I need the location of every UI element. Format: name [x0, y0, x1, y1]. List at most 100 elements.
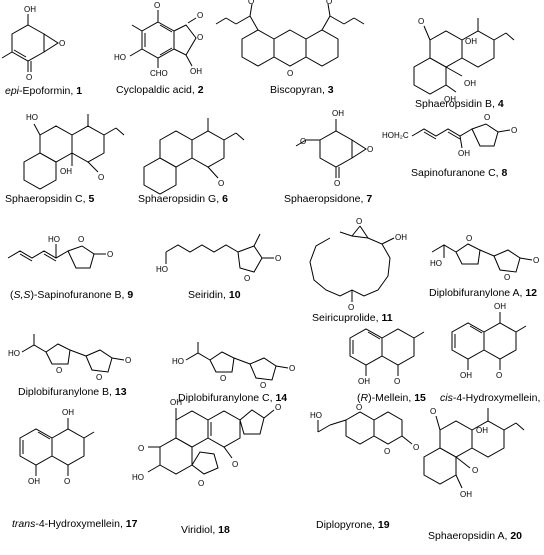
caption-7: Sphaeropsidone, 7: [284, 193, 372, 205]
structure-20: O OH O OH: [423, 407, 525, 499]
structure-6: O: [143, 118, 245, 195]
atom-label: O: [107, 250, 113, 259]
caption-main: Seiridin,: [188, 289, 229, 301]
caption-13: Diplobifuranylone B, 13: [18, 386, 127, 398]
structure-7: OH O O O: [295, 109, 373, 188]
caption-main: Diplopyrone,: [316, 519, 378, 531]
caption-italic: cis: [440, 392, 453, 404]
compound-number: 3: [327, 84, 334, 96]
atom-label: O: [244, 274, 250, 283]
caption-main: Sphaeropsidone,: [284, 193, 367, 205]
caption-18: Viridiol, 18: [181, 524, 230, 536]
compound-number: 14: [275, 392, 288, 404]
atom-label: OH: [190, 67, 202, 76]
caption-main: -4-Hydroxymellein,: [452, 392, 544, 404]
compound-number: 11: [381, 312, 393, 324]
caption-main: )-Mellein,: [368, 392, 415, 404]
structure-4: O OH OH OH: [413, 17, 515, 104]
caption-17: trans-4-Hydroxymellein, 17: [12, 518, 137, 530]
atom-label: O: [56, 366, 62, 375]
atom-label: O: [78, 235, 84, 244]
caption-main: Sphaeropsidin B,: [415, 98, 498, 110]
caption-4: Sphaeropsidin B, 4: [415, 98, 504, 110]
structure-14: HO O O O: [172, 342, 295, 390]
compound-number: 10: [228, 289, 241, 301]
atom-label: O: [356, 403, 362, 412]
caption-prefix: (: [10, 289, 14, 301]
caption-11: Seiricuprolide, 11: [312, 312, 393, 324]
compound-number: 13: [114, 386, 127, 398]
atom-label: O: [125, 356, 131, 365]
atom-label: HO: [156, 265, 168, 274]
atom-label: O: [138, 444, 144, 453]
compound-number: 15: [414, 392, 426, 404]
atom-label: CHO: [150, 69, 168, 78]
atom-label: OH: [458, 149, 470, 158]
caption-main: Sphaeropsidin A,: [428, 530, 511, 542]
atom-label: OH: [465, 37, 477, 46]
structure-13: HO O O O: [8, 334, 131, 382]
caption-italic: S,S: [13, 289, 31, 301]
atom-label: O: [356, 217, 362, 226]
caption-main: -Epoformin,: [19, 85, 77, 97]
structure-2: O HO CHO OH O O: [114, 1, 203, 78]
atom-label: O: [275, 403, 281, 412]
atom-label: O: [248, 0, 254, 6]
structure-11: O OH O: [309, 217, 407, 312]
atom-label: O: [197, 11, 203, 20]
caption-main: Diplobifuranylone B,: [18, 386, 115, 398]
compound-number: 8: [501, 167, 508, 179]
caption-main: Seiricuprolide,: [312, 312, 382, 324]
compound-number: 19: [377, 519, 390, 531]
caption-main: Diplobifuranylone C,: [178, 392, 276, 404]
atom-label: O: [418, 17, 424, 26]
atom-label: O: [348, 303, 354, 312]
atom-label: HO: [430, 259, 442, 268]
structure-12: HO O O O: [430, 234, 539, 282]
atom-label: HO: [172, 357, 184, 366]
caption-prefix: (: [357, 392, 361, 404]
compound-number: 1: [76, 85, 83, 97]
atom-label: O: [484, 113, 490, 122]
atom-label: HO: [310, 411, 322, 420]
caption-6: Sphaeropsidin G, 6: [138, 193, 228, 205]
compound-number: 12: [525, 287, 537, 299]
atom-label: O: [326, 0, 332, 6]
atom-label: OH: [332, 109, 344, 118]
compound-number: 6: [222, 193, 228, 205]
structure-8: HOH₂C OH O O: [382, 113, 517, 158]
structure-15: O OH: [349, 328, 425, 386]
caption-main: Viridiol,: [181, 524, 219, 536]
caption-8: Sapinofuranone C, 8: [411, 167, 507, 179]
atom-label: HO: [132, 473, 144, 482]
atom-label: HOH₂C: [382, 131, 409, 140]
compound-number: 2: [197, 84, 204, 96]
caption-10: Seiridin, 10: [188, 289, 241, 301]
caption-italic: trans: [12, 518, 36, 530]
atom-label: OH: [60, 167, 72, 176]
caption-main: Sapinofuranone C,: [411, 167, 502, 179]
caption-main: )-Sapinofuranone B,: [30, 289, 128, 301]
atom-label: O: [96, 373, 102, 382]
atom-label: O: [197, 33, 203, 42]
atom-label: O: [504, 273, 510, 282]
compound-number: 5: [88, 193, 95, 205]
atom-label: OH: [395, 233, 407, 242]
atom-label: O: [154, 1, 160, 10]
atom-label: OH: [358, 377, 370, 386]
atom-label: O: [334, 179, 340, 188]
atom-label: OH: [62, 408, 74, 417]
atom-label: O: [198, 479, 204, 488]
atom-label: O: [59, 39, 65, 48]
caption-15: (R)-Mellein, 15: [357, 392, 426, 404]
structure-18: OH O O HO O O: [132, 398, 281, 488]
compound-number: 4: [497, 98, 504, 110]
atom-label: O: [384, 447, 390, 456]
caption-main: -4-Hydroxymellein,: [35, 518, 126, 530]
structure-1: OH O O: [1, 5, 65, 82]
caption-16: cis-4-Hydroxymellein, 16: [440, 392, 544, 404]
caption-3: Biscopyran, 3: [270, 84, 334, 96]
atom-label: O: [533, 256, 539, 265]
structure-19: HO O O O: [310, 403, 419, 456]
